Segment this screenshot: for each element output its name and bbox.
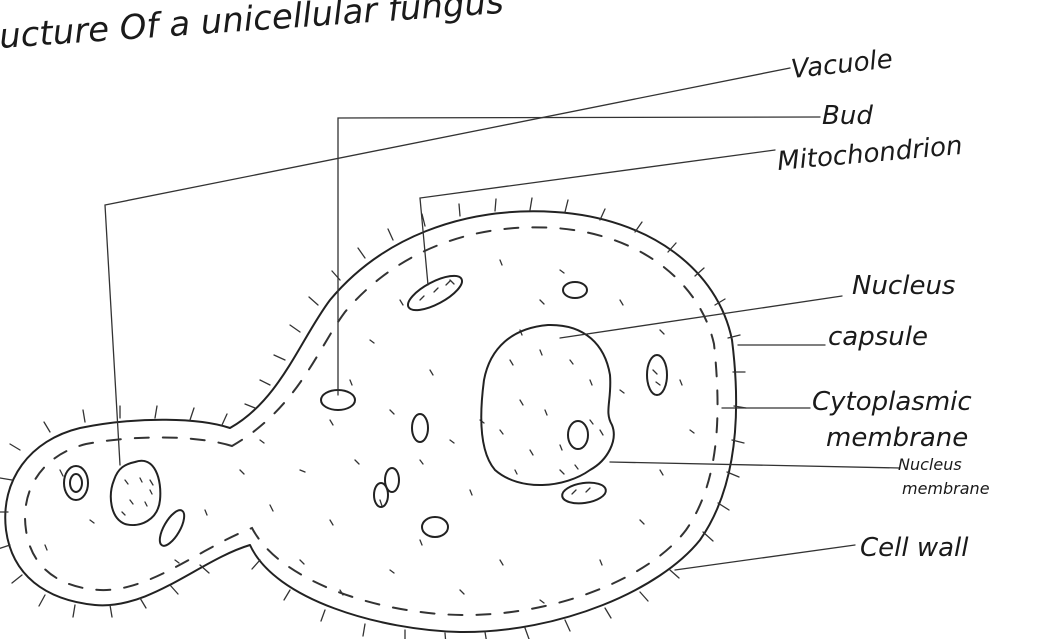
label-mitochondrion: Mitochondrion <box>776 131 964 177</box>
vacuole-small-2 <box>412 414 428 442</box>
bud-nucleus-stipple <box>122 478 152 515</box>
organelles <box>64 269 667 549</box>
label-bud: Bud <box>822 101 873 131</box>
leader-nucleus <box>560 296 842 338</box>
vacuole-small-1 <box>563 282 587 298</box>
leader-nucleus-membrane <box>610 462 900 468</box>
diagram-title: ucture Of a unicellular fungus <box>0 0 505 57</box>
bud-vacuole-inner <box>70 474 82 492</box>
label-vacuole: Vacuole <box>790 44 895 84</box>
mitochondrion-lower <box>561 480 607 506</box>
leader-bud <box>338 117 820 395</box>
mitochondrion-right <box>647 355 667 395</box>
vacuole-pair-b <box>385 468 399 492</box>
bud-nucleus <box>111 461 160 525</box>
label-cell-wall: Cell wall <box>860 533 969 563</box>
label-nucleus: Nucleus <box>852 271 955 301</box>
label-membrane: membrane <box>826 423 968 453</box>
bud-vacuole <box>64 466 88 500</box>
label-nucleus-membrane-1: Nucleus <box>898 455 962 474</box>
nucleolus <box>568 421 588 449</box>
mitochondrion-organelle <box>403 269 466 317</box>
bud-mitochondrion <box>155 507 189 550</box>
vacuole-small-3 <box>422 517 448 537</box>
leader-cell-wall <box>675 545 855 570</box>
leader-vacuole <box>105 68 790 465</box>
label-nucleus-membrane-2: membrane <box>902 479 990 498</box>
cell-wall-outline <box>5 211 736 632</box>
nucleus <box>481 325 614 485</box>
capsule-hairs <box>0 198 746 639</box>
label-capsule: capsule <box>828 322 928 352</box>
leader-lines <box>105 68 900 570</box>
label-cytoplasmic: Cytoplasmic <box>812 387 972 417</box>
nucleus-stipple <box>500 350 593 474</box>
cytoplasm-stipple <box>45 260 694 603</box>
